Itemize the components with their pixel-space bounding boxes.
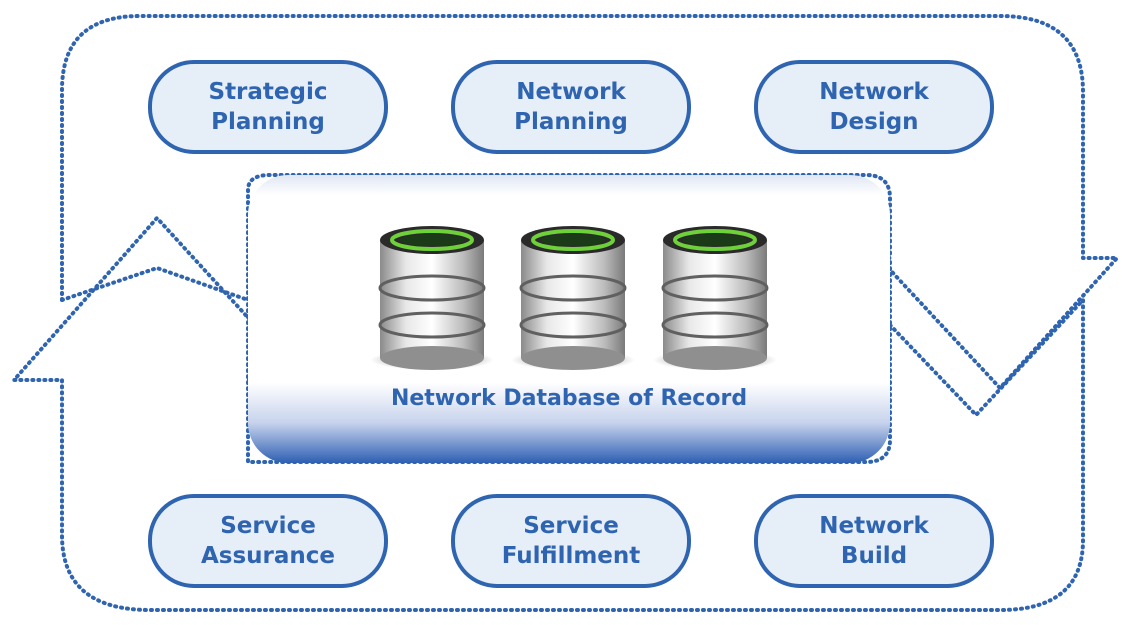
stage-strategic-planning: Strategic Planning	[148, 60, 388, 154]
stage-label-line2: Design	[829, 109, 919, 135]
stage-label-line2: Assurance	[200, 543, 336, 569]
stage-label-line1: Strategic	[208, 79, 328, 105]
stage-service-fulfillment: Service Fulfillment	[451, 494, 691, 588]
stage-network-planning: Network Planning	[451, 60, 691, 154]
stage-network-build: Network Build	[754, 494, 994, 588]
database-icon	[370, 226, 494, 370]
outer-loop-path	[12, 14, 1119, 612]
stage-label-line1: Service	[220, 513, 316, 539]
stage-network-design: Network Design	[754, 60, 994, 154]
left-arrow-path	[60, 266, 250, 302]
stage-label-line1: Service	[523, 513, 619, 539]
stage-label-line1: Network	[819, 79, 929, 105]
stage-label-line2: Planning	[514, 109, 628, 135]
database-icon	[511, 226, 635, 370]
stage-service-assurance: Service Assurance	[148, 494, 388, 588]
database-label: Network Database of Record	[390, 386, 748, 411]
stage-label-line2: Planning	[211, 109, 325, 135]
stage-label-line1: Network	[516, 79, 626, 105]
stage-label-line2: Build	[840, 543, 908, 569]
stage-label-line1: Network	[819, 513, 929, 539]
database-icon	[653, 226, 777, 370]
stage-label-line2: Fulfillment	[501, 543, 641, 569]
